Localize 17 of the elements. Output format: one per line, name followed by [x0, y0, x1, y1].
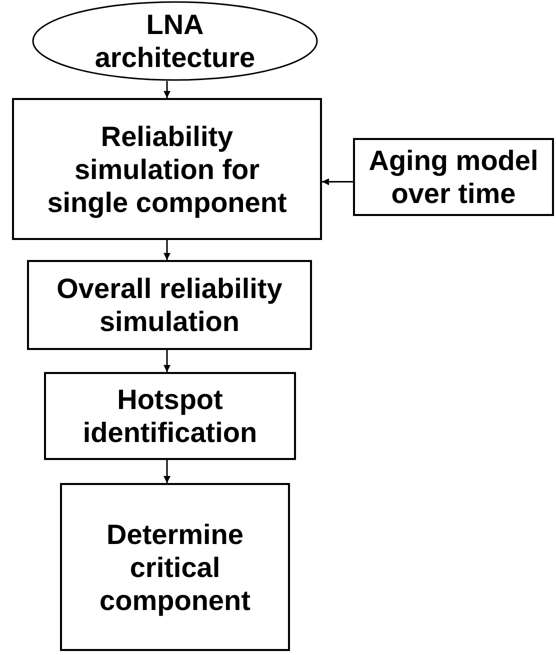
arrow	[164, 460, 170, 483]
start-ellipse	[32, 1, 318, 81]
node-label: Reliability simulation for single component	[46, 120, 288, 218]
arrow	[164, 81, 170, 98]
node-label: LNA architecture	[94, 8, 256, 74]
arrow	[322, 178, 353, 186]
arrow	[164, 240, 170, 260]
process-box	[27, 260, 312, 350]
process-box	[12, 98, 322, 240]
node-label: Determine critical component	[98, 518, 252, 616]
node-label: Hotspot identification	[82, 383, 258, 449]
node-label: Overall reliability simulation	[56, 272, 284, 338]
process-box	[60, 483, 290, 651]
process-box	[353, 138, 554, 216]
node-label: Aging model over time	[368, 144, 540, 210]
process-box	[44, 372, 296, 460]
arrow	[164, 350, 170, 372]
